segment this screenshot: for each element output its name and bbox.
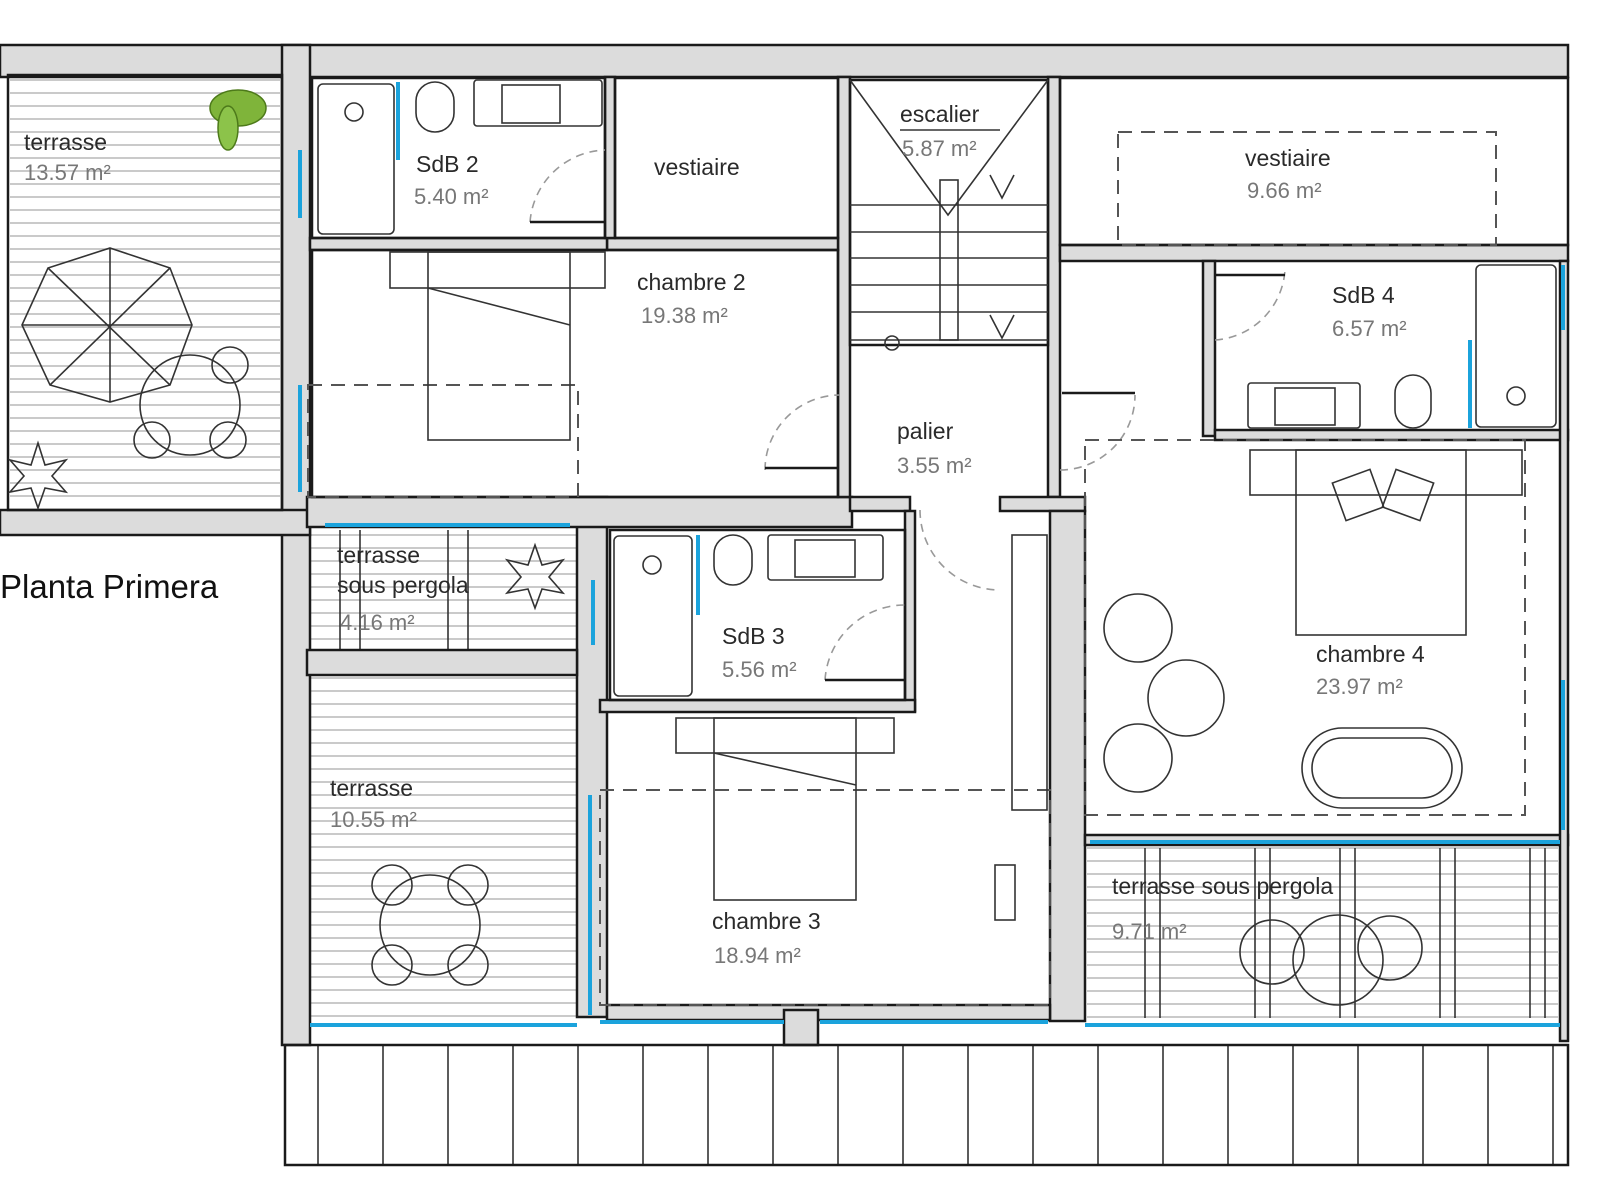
room-name: palier xyxy=(897,418,954,444)
room-area: 18.94 m² xyxy=(714,943,801,968)
walls xyxy=(0,43,1570,1047)
room-name: terrasse xyxy=(24,129,107,155)
room-name: SdB 3 xyxy=(722,623,785,649)
room-name: escalier xyxy=(900,101,980,127)
plan-title: Planta Primera xyxy=(0,568,219,605)
room-area: 13.57 m² xyxy=(24,160,111,185)
room-name: vestiaire xyxy=(1245,145,1331,171)
room-area: 9.71 m² xyxy=(1112,919,1187,944)
umbrella-icon xyxy=(21,247,193,403)
plant-icon xyxy=(209,89,267,151)
pergola-beams xyxy=(317,530,1554,1165)
room-area: 6.57 m² xyxy=(1332,316,1407,341)
room-area: 9.66 m² xyxy=(1247,178,1322,203)
room-area: 5.87 m² xyxy=(902,136,977,161)
room-name: chambre 4 xyxy=(1316,641,1425,667)
room-name: chambre 3 xyxy=(712,908,821,934)
room-name: SdB 4 xyxy=(1332,282,1395,308)
room-area: 19.38 m² xyxy=(641,303,728,328)
staircase xyxy=(849,79,1049,351)
room-area: 5.56 m² xyxy=(722,657,797,682)
room-name: terrasse sous pergola xyxy=(1112,873,1333,899)
room-name: terrasse xyxy=(330,775,413,801)
room-area: 5.40 m² xyxy=(414,184,489,209)
room-name: vestiaire xyxy=(654,154,740,180)
windows xyxy=(298,82,1565,1027)
flower-icon xyxy=(7,440,566,611)
room-labels: terrasse 13.57 m² SdB 2 5.40 m² vestiair… xyxy=(0,101,1425,968)
room-area: 23.97 m² xyxy=(1316,674,1403,699)
room-area: 4.16 m² xyxy=(340,610,415,635)
doors xyxy=(307,131,1526,1006)
room-area: 10.55 m² xyxy=(330,807,417,832)
room-name: chambre 2 xyxy=(637,269,746,295)
room-outlines xyxy=(6,73,1570,1167)
room-name: SdB 2 xyxy=(416,151,479,177)
room-area: 3.55 m² xyxy=(897,453,972,478)
furniture xyxy=(7,79,1557,1006)
room-name: sous pergola xyxy=(337,572,469,598)
room-name: terrasse xyxy=(337,542,420,568)
